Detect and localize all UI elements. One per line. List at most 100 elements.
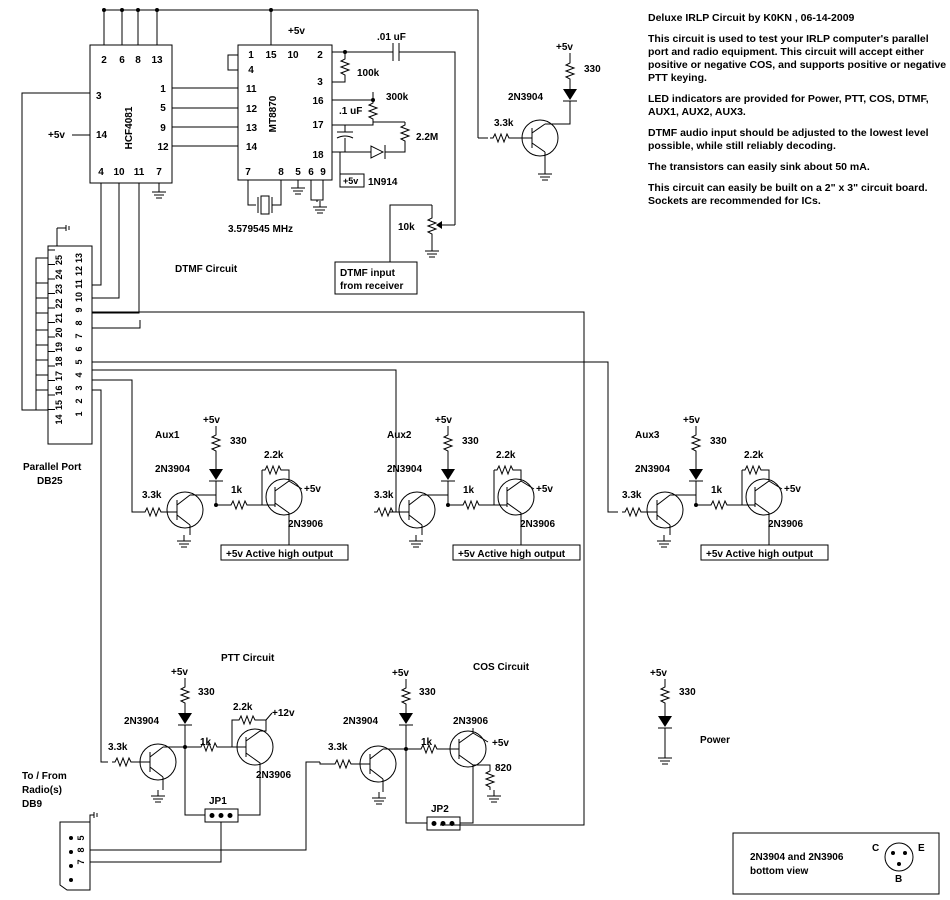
ic2-pin-5: 5 [295, 167, 301, 178]
aux2-output-box: +5v Active high output [458, 549, 566, 560]
ic2-pin-14: 14 [246, 142, 258, 153]
db25-pin-25: 25 [54, 255, 64, 265]
notes-paragraph-1: This circuit is used to test your IRLP c… [648, 33, 947, 84]
db25-pin-1: 1 [74, 411, 84, 416]
dtmf-npn-label: 2N3904 [508, 92, 543, 103]
dtmf-led-driver: +5v 330 2N3904 3.3k [478, 42, 601, 181]
aux1-base-resistor: 3.3k [142, 490, 162, 501]
aux1-supply: +5v [203, 415, 220, 426]
ic2-pin-16: 16 [312, 96, 324, 107]
aux3-supply: +5v [683, 415, 700, 426]
ic1-pin-11: 11 [134, 167, 145, 178]
ic1-pin-1: 1 [160, 84, 166, 95]
jp2-label: JP2 [431, 804, 449, 815]
legend-line-2: bottom view [750, 866, 809, 877]
db9-pin-7: 7 [76, 859, 86, 864]
dtmf-input-label: DTMF input [340, 268, 396, 279]
cos-npn-label: 2N3904 [343, 716, 378, 727]
r-300k-label: 300k [386, 92, 409, 103]
ic2-label: MT8870 [268, 95, 279, 132]
db9-label-2: Radio(s) [22, 785, 62, 796]
cos-supply: +5v [392, 668, 409, 679]
ic2-pin-3: 3 [317, 77, 323, 88]
ic2-pin-17: 17 [312, 120, 324, 131]
ic2-pin-2: 2 [317, 50, 323, 61]
power-supply: +5v [650, 668, 667, 679]
ic1-pin-12: 12 [157, 142, 169, 153]
aux2-pnp-supply: +5v [536, 484, 553, 495]
db9-label: To / From [22, 771, 67, 782]
ic2-supply-label: +5v [288, 26, 305, 37]
cap-01uf2-label: .1 uF [339, 106, 362, 117]
ic1-pin-2: 2 [101, 55, 107, 66]
cos-circuit-title: COS Circuit [473, 662, 530, 673]
aux3-label: Aux3 [635, 430, 660, 441]
dtmf-supply-box: +5v [343, 176, 358, 186]
aux1-npn-label: 2N3904 [155, 464, 190, 475]
legend-emitter: E [918, 843, 925, 854]
ic2-pin-8: 8 [278, 167, 284, 178]
db25-pin-13: 13 [74, 253, 84, 263]
dtmf-circuit-title: DTMF Circuit [175, 264, 238, 275]
db9-pin-5: 5 [76, 835, 86, 840]
db25-pin-3: 3 [74, 385, 84, 390]
ptt-supply: +5v [171, 667, 188, 678]
ic2-pin-6: 6 [308, 167, 314, 178]
legend-collector: C [872, 843, 879, 854]
db25-pin-17: 17 [54, 371, 64, 381]
ic2-pin-11: 11 [246, 84, 257, 95]
ptt-pnp-label: 2N3906 [256, 770, 291, 781]
aux3-mid-resistor: 1k [711, 485, 723, 496]
notes-paragraph-2: LED indicators are provided for Power, P… [648, 93, 929, 118]
aux3-output-box: +5v Active high output [706, 549, 814, 560]
aux2-npn-label: 2N3904 [387, 464, 422, 475]
db25-pin-8: 8 [74, 320, 84, 325]
ic1-pin-10: 10 [113, 167, 125, 178]
db25-label: Parallel Port [23, 462, 82, 473]
db25-pin-16: 16 [54, 385, 64, 395]
ptt-circuit-title: PTT Circuit [221, 653, 275, 664]
diode-1n914-label: 1N914 [368, 177, 398, 188]
notes-paragraph-3: DTMF audio input should be adjusted to t… [648, 127, 929, 152]
aux2-base-resistor: 3.3k [374, 490, 394, 501]
db25-pin-2: 2 [74, 398, 84, 403]
db25-pin-9: 9 [74, 307, 84, 312]
dtmf-analog-section: .01 uF 100k 300k 2.2M .1 uF 1N914 +5v [175, 32, 456, 295]
dtmf-led-resistor: 330 [584, 64, 601, 75]
db9-label-3: DB9 [22, 799, 42, 810]
power-led: +5v 330 Power [650, 668, 730, 765]
db9-pin-8: 8 [76, 847, 86, 852]
notes-title: Deluxe IRLP Circuit by K0KN , 06-14-2009 [648, 12, 855, 24]
db25-label-2: DB25 [37, 476, 63, 487]
crystal-label: 3.579545 MHz [228, 224, 293, 235]
ic2-pin-4: 4 [248, 65, 254, 76]
cap-01uf-label: .01 uF [377, 32, 406, 43]
ic2-pin-7: 7 [245, 167, 251, 178]
cos-pnp-supply: +5v [492, 738, 509, 749]
dtmf-input-label-2: from receiver [340, 281, 403, 292]
ic2-pin-1: 1 [248, 50, 254, 61]
legend-line-1: 2N3904 and 2N3906 [750, 852, 844, 863]
dtmf-led-supply: +5v [556, 42, 573, 53]
db25-pin-4: 4 [74, 372, 84, 377]
notes-paragraph-4: The transistors can easily sink about 50… [648, 161, 870, 173]
ic1-label: HCF4081 [124, 106, 135, 149]
aux3-npn-label: 2N3904 [635, 464, 670, 475]
ic1-pin-13: 13 [151, 55, 163, 66]
r-22m-label: 2.2M [416, 132, 438, 143]
db25-pin-24: 24 [54, 269, 64, 279]
aux1-label: Aux1 [155, 430, 180, 441]
ptt-pnp-supply: +12v [272, 708, 295, 719]
cos-circuit: COS Circuit +5v 330 2N3904 3.3k 1k 2N390… [90, 662, 530, 851]
ptt-pull-resistor: 2.2k [233, 702, 253, 713]
db9-connector: To / From Radio(s) DB9 5 8 7 [22, 771, 98, 891]
ic1-supply-label: +5v [48, 130, 65, 141]
legend-base: B [895, 874, 902, 885]
ic2-pin-9: 9 [320, 167, 326, 178]
notes-block: Deluxe IRLP Circuit by K0KN , 06-14-2009… [648, 12, 948, 216]
ptt-base-resistor: 3.3k [108, 742, 128, 753]
ic2-pin-18: 18 [312, 150, 324, 161]
